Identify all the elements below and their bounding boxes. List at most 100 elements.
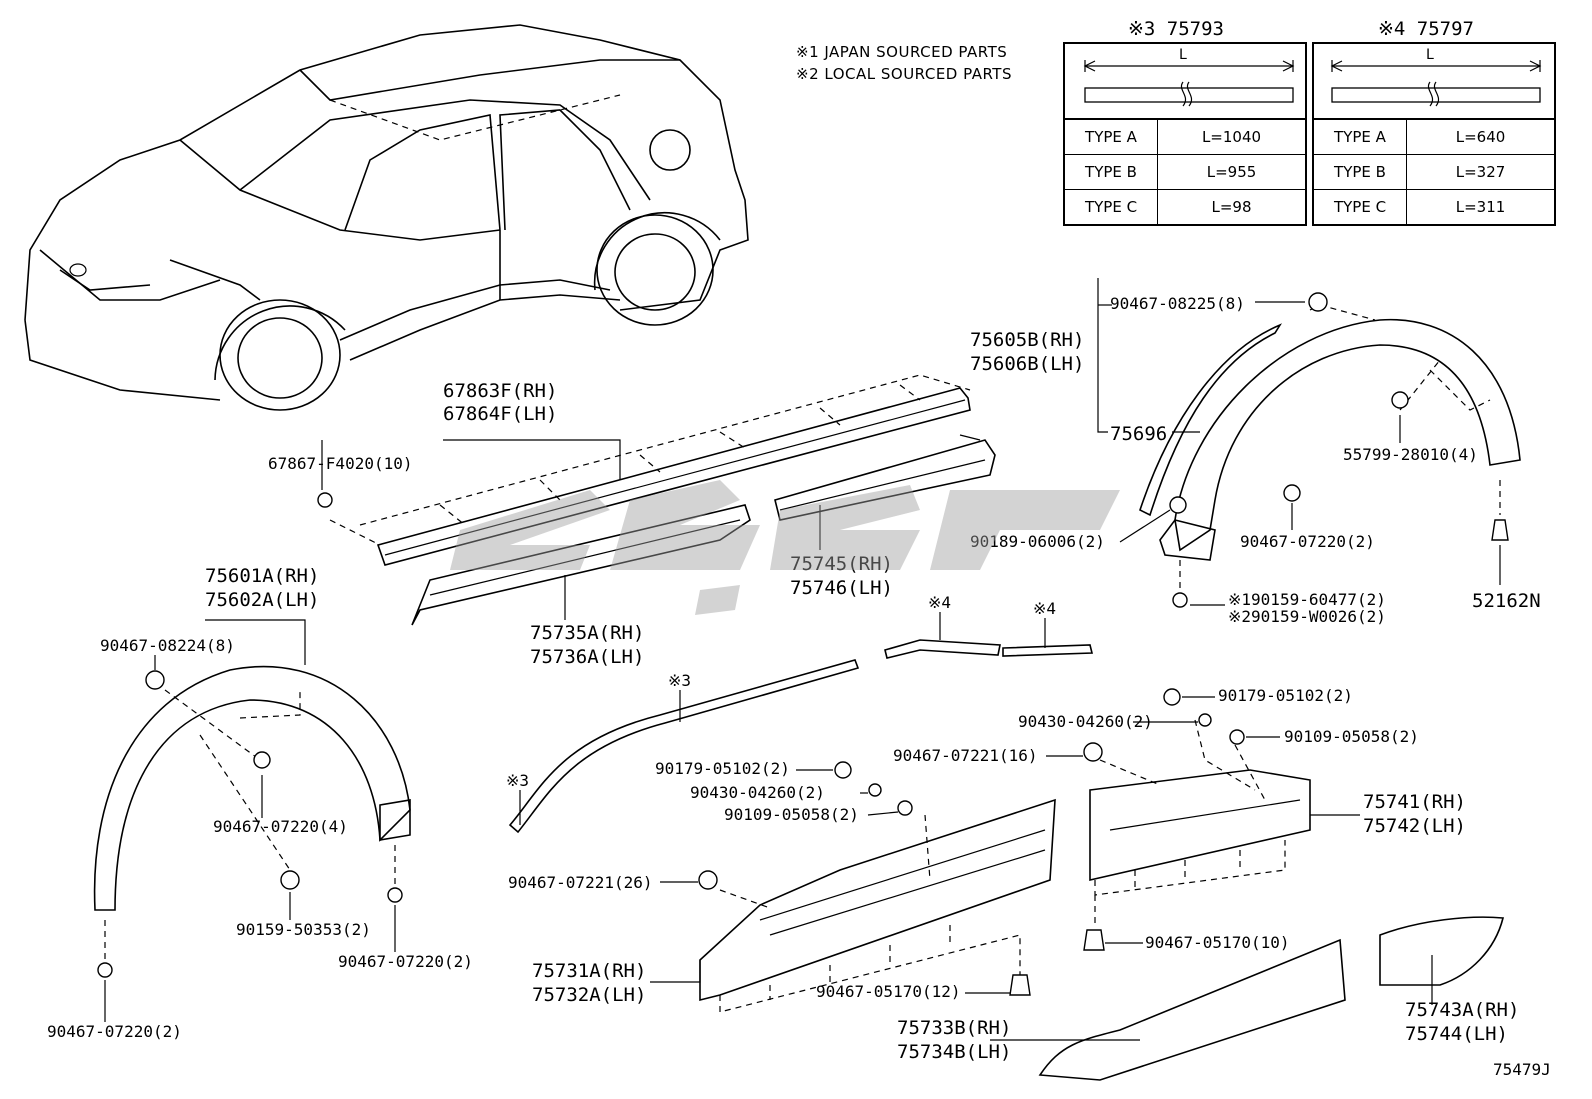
length-cell: L=98 (1211, 198, 1252, 216)
length-cell: L=327 (1455, 163, 1506, 181)
mark-3b: ※3 (506, 771, 529, 790)
clip-67867-icon (317, 492, 333, 508)
label-75745: 75745(RH) (790, 553, 893, 575)
label-90189: 90189-06006(2) (970, 532, 1105, 551)
label-75601A: 75601A(RH) (205, 565, 319, 587)
label-75733B: 75733B(RH) (897, 1017, 1011, 1039)
clip-55799-icon (1391, 391, 1409, 409)
clip-90467-08225-icon (1308, 292, 1328, 312)
type-cell: TYPE B (1065, 155, 1158, 189)
label-90467-07220-rear: 90467-07220(2) (1240, 532, 1375, 551)
vehicle-illustration (24, 24, 749, 411)
label-75732A: 75732A(LH) (532, 984, 646, 1006)
label-90467-05170-12: 90467-05170(12) (816, 982, 961, 1001)
label-75606B: 75606B(LH) (970, 353, 1084, 375)
label-67867: 67867-F4020(10) (268, 454, 413, 473)
screw-90159-rear-icon (1172, 592, 1188, 608)
rear-door-molding-group (1083, 688, 1311, 951)
front-door-molding-group (698, 761, 1056, 1013)
label-75744: 75744(LH) (1405, 1023, 1508, 1045)
mark-4b: ※4 (1033, 599, 1056, 618)
label-90467-07221-26: 90467-07221(26) (508, 873, 653, 892)
front-wheel-arch-group (93, 665, 411, 978)
label-67863F: 67863F(RH) (443, 380, 557, 402)
rocker-molding-group (329, 374, 996, 626)
label-90430-a: 90430-04260(2) (690, 783, 825, 802)
label-90467-07221-16: 90467-07221(16) (893, 746, 1038, 765)
length-cell: L=311 (1455, 198, 1506, 216)
label-75735A: 75735A(RH) (530, 622, 644, 644)
molding-75743A (1379, 916, 1505, 986)
label-90109-a: 90109-05058(2) (724, 805, 859, 824)
label-90467-07220-4: 90467-07220(4) (213, 817, 348, 836)
label-75602A: 75602A(LH) (205, 589, 319, 611)
molding-75733B (1038, 938, 1346, 1081)
label-90159-60477: ※190159-60477(2) (1228, 590, 1386, 609)
mark-4a: ※4 (928, 593, 951, 612)
screw-90109-b-icon (1229, 729, 1245, 745)
label-90179-a: 90179-05102(2) (655, 759, 790, 778)
mark-3a: ※3 (668, 671, 691, 690)
clip-90467-07221-16-icon (1083, 742, 1103, 762)
washer-90430-b-icon (1198, 713, 1212, 727)
clip-90467-07220-rear-icon (1283, 484, 1301, 502)
label-75746: 75746(LH) (790, 577, 893, 599)
length-cell: L=1040 (1201, 128, 1262, 146)
label-90159-50353: 90159-50353(2) (236, 920, 371, 939)
type-cell: TYPE B (1314, 155, 1407, 189)
clip-52162N-icon (1491, 519, 1509, 541)
washer-90179-a-icon (834, 761, 852, 779)
label-75743A: 75743A(RH) (1405, 999, 1519, 1021)
clip-90467-07220-a-icon (97, 962, 113, 978)
clip-90467-08224-icon (145, 670, 165, 690)
washer-90430-a-icon (868, 783, 882, 797)
label-90467-07220-b: 90467-07220(2) (338, 952, 473, 971)
length-cell: L=640 (1455, 128, 1506, 146)
length-cell: L=955 (1206, 163, 1257, 181)
washer-90179-b-icon (1163, 688, 1181, 706)
table-75797: L TYPE A L=640 TYPE B L=327 TYPE C L=311 (1312, 42, 1556, 226)
label-90179-b: 90179-05102(2) (1218, 686, 1353, 705)
length-label: L (1179, 47, 1187, 63)
note-japan-sourced: ※1 JAPAN SOURCED PARTS (796, 43, 1007, 61)
label-90467-08224: 90467-08224(8) (100, 636, 235, 655)
rear-wheel-arch-group (1139, 292, 1521, 608)
note-local-sourced: ※2 LOCAL SOURCED PARTS (796, 65, 1012, 83)
tape-strips (508, 639, 1094, 834)
clip-90467-07221-26-icon (698, 870, 718, 890)
type-cell: TYPE C (1065, 190, 1158, 224)
table-75793-title: ※3 75793 (1128, 18, 1224, 40)
label-75742: 75742(LH) (1363, 815, 1466, 837)
clip-90467-05170-10-icon (1083, 929, 1105, 951)
label-75734B: 75734B(LH) (897, 1041, 1011, 1063)
label-75731A: 75731A(RH) (532, 960, 646, 982)
table-75793: L TYPE A L=1040 TYPE B L=955 TYPE C L=98 (1063, 42, 1307, 226)
label-75741: 75741(RH) (1363, 791, 1466, 813)
label-52162N: 52162N (1472, 590, 1541, 612)
length-label: L (1426, 47, 1434, 63)
type-cell: TYPE A (1065, 120, 1158, 154)
label-90467-05170-10: 90467-05170(10) (1145, 933, 1290, 952)
clip-90467-05170-12-icon (1009, 974, 1031, 996)
label-90159-W0026: ※290159-W0026(2) (1228, 607, 1386, 626)
table-75797-title: ※4 75797 (1378, 18, 1474, 40)
label-75696: 75696 (1110, 423, 1167, 445)
figure-id: 75479J (1493, 1060, 1551, 1079)
type-cell: TYPE C (1314, 190, 1407, 224)
label-75605B: 75605B(RH) (970, 329, 1084, 351)
label-90109-b: 90109-05058(2) (1284, 727, 1419, 746)
clip-90467-07220-front-icon (253, 751, 271, 769)
clip-90159-50353-icon (280, 870, 300, 890)
label-90467-08225: 90467-08225(8) (1110, 294, 1245, 313)
label-75736A: 75736A(LH) (530, 646, 644, 668)
label-90467-07220-a: 90467-07220(2) (47, 1022, 182, 1041)
clip-90189-icon (1169, 496, 1187, 514)
label-55799: 55799-28010(4) (1343, 445, 1478, 464)
screw-90109-a-icon (897, 800, 913, 816)
label-90430-b: 90430-04260(2) (1018, 712, 1153, 731)
table-75797-length-diagram: L (1314, 44, 1554, 119)
label-67864F: 67864F(LH) (443, 403, 557, 425)
type-cell: TYPE A (1314, 120, 1407, 154)
table-75793-length-diagram: L (1065, 44, 1305, 119)
